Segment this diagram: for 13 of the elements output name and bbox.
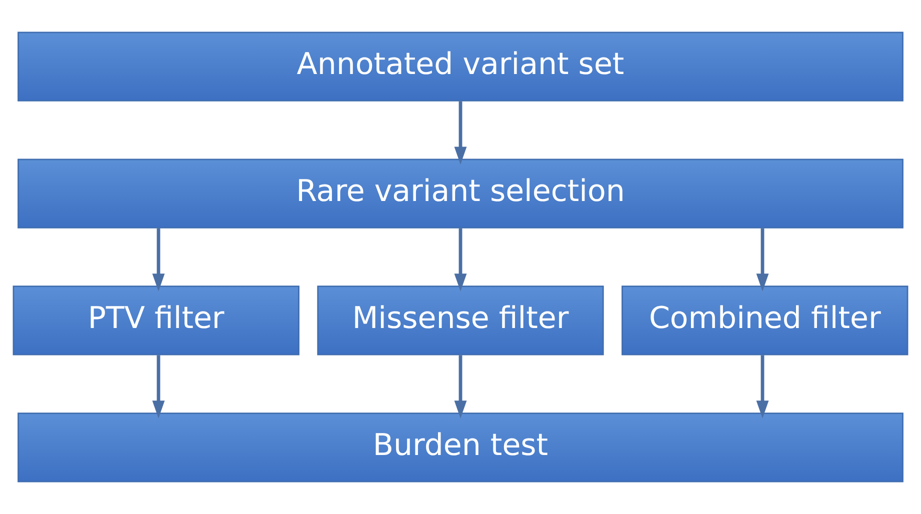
arrow bbox=[756, 355, 769, 418]
node-box: Missense filter bbox=[317, 286, 604, 356]
arrow bbox=[152, 355, 165, 418]
node-box: Combined filter bbox=[622, 286, 908, 356]
node-box: Burden test bbox=[18, 412, 904, 482]
arrow bbox=[454, 101, 467, 164]
arrow bbox=[454, 355, 467, 418]
arrow bbox=[152, 228, 165, 292]
node-box: PTV filter bbox=[12, 286, 300, 356]
node-box: Rare variant selection bbox=[18, 158, 904, 228]
node-box: Annotated variant set bbox=[18, 32, 904, 102]
arrow bbox=[454, 228, 467, 292]
arrow bbox=[756, 228, 769, 292]
